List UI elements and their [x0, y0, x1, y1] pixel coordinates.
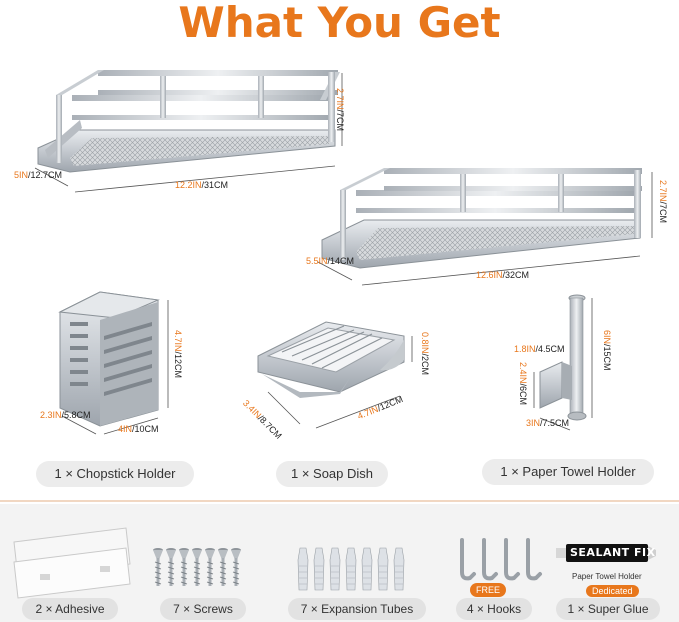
accessory-label-hooks: 4 × Hooks: [456, 598, 532, 620]
towel-depth-label: 3IN/7.5CM: [526, 418, 570, 428]
chopstick-width-label: 4IN/10CM: [118, 424, 159, 434]
shelf2-length-label: 12.6IN/32CM: [476, 270, 530, 280]
shelf1-height-label: 2.7IN/7CM: [335, 88, 345, 132]
soap-height-label: 0.8IN/2CM: [420, 332, 430, 376]
shelf1-depth-label: 5IN/12.7CM: [14, 170, 63, 180]
shelf2-height-label: 2.7IN/7CM: [658, 180, 668, 224]
towel-base-label: 2.4IN/6CM: [518, 362, 528, 406]
accessory-label-adhesive: 2 × Adhesive: [22, 598, 118, 620]
section-divider: [0, 500, 679, 502]
shelf-rack-2: [317, 168, 653, 286]
page-title: What You Get: [178, 0, 501, 47]
accessory-label-screws: 7 × Screws: [160, 598, 246, 620]
dedicated-badge: Dedicated: [586, 585, 639, 597]
accessory-label-expansion-tubes: 7 × Expansion Tubes: [288, 598, 426, 620]
item-label-paper-towel-holder: 1 × Paper Towel Holder: [482, 459, 654, 485]
chopstick-holder: [58, 291, 169, 435]
accessory-label-super-glue: 1 × Super Glue: [556, 598, 660, 620]
glue-caption: Paper Towel Holder: [572, 572, 642, 581]
towel-height-label: 6IN/15CM: [602, 330, 612, 371]
shelf1-length-label: 12.2IN/31CM: [175, 180, 229, 190]
paper-towel-holder: [533, 294, 593, 431]
chopstick-height-label: 4.7IN/12CM: [173, 330, 183, 379]
item-label-soap-dish: 1 × Soap Dish: [276, 461, 388, 487]
item-label-chopstick-holder: 1 × Chopstick Holder: [36, 461, 194, 487]
soap-dish: [257, 321, 413, 429]
shelf-rack-1: [34, 70, 343, 193]
shelf2-depth-label: 5.5IN/14CM: [306, 256, 355, 266]
chopstick-depth-label: 2.3IN/5.8CM: [40, 410, 91, 420]
glue-brand: SEALANT FIX: [570, 546, 656, 559]
towel-arm-label: 1.8IN/4.5CM: [514, 344, 565, 354]
free-badge: FREE: [470, 583, 507, 597]
